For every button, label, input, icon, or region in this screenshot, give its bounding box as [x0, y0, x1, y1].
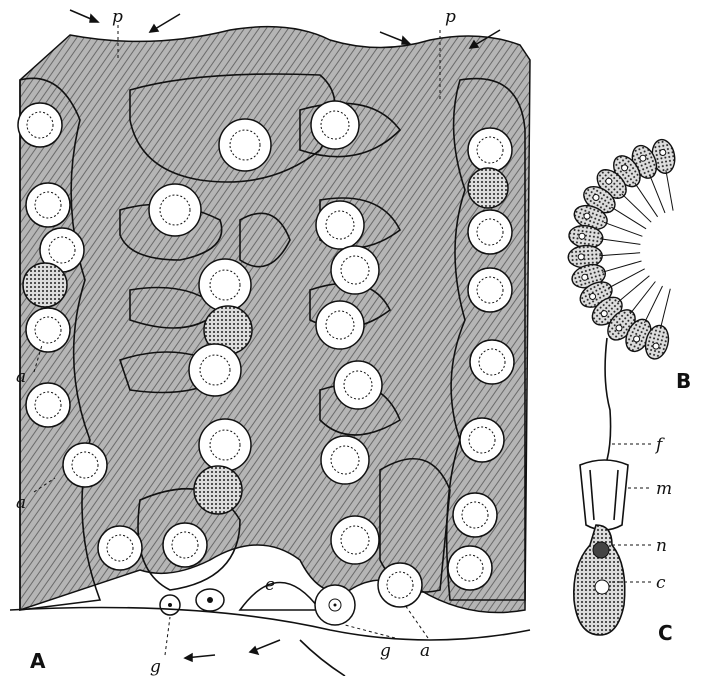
flagellum [611, 207, 646, 229]
chamber-ciliated [468, 168, 508, 208]
chamber [18, 103, 62, 147]
collar-cell-nucleus [606, 178, 612, 184]
chamber [468, 210, 512, 254]
vacuole [595, 580, 609, 594]
collar-cell-nucleus [590, 294, 596, 300]
chamber [453, 493, 497, 537]
flagellum [604, 222, 643, 236]
panel-b-collar-cells [567, 138, 677, 362]
flagellum [666, 170, 673, 210]
label-n: n [656, 536, 667, 556]
egg-cell [196, 589, 224, 611]
collar-cell-nucleus [578, 254, 584, 260]
collar-cell-nucleus [622, 165, 628, 171]
collar-cell-nucleus [579, 233, 585, 239]
flagellum [602, 261, 641, 272]
panel-a-section: p p a a a e g g A [10, 7, 530, 676]
chamber [26, 183, 70, 227]
chamber [334, 361, 382, 409]
label-f: f [654, 435, 665, 455]
egg-cell [315, 585, 355, 625]
chamber [63, 443, 107, 487]
collar-cell-nucleus [601, 311, 607, 317]
egg-cell [160, 595, 180, 615]
chamber [470, 340, 514, 384]
chamber [331, 516, 379, 564]
collar-cell-nucleus [593, 195, 599, 201]
label-g: g [150, 657, 161, 676]
chamber [448, 546, 492, 590]
chamber [199, 259, 251, 311]
base-outline [300, 640, 345, 676]
nucleus [593, 542, 609, 558]
chamber [163, 523, 207, 567]
label-a: a [16, 367, 26, 387]
chamber [189, 344, 241, 396]
flagellum [609, 269, 645, 288]
flagellum [622, 194, 652, 223]
chamber [468, 128, 512, 172]
chamber [26, 308, 70, 352]
collar-cell-nucleus [653, 343, 659, 349]
chamber [460, 418, 504, 462]
label-a: a [420, 641, 430, 661]
label-g: g [380, 641, 391, 661]
cell-body [574, 525, 625, 635]
base-outline [10, 608, 530, 641]
chamber [219, 119, 271, 171]
collar-cell-nucleus [582, 274, 588, 280]
chamber [149, 184, 201, 236]
panel-label-a: A [30, 649, 46, 673]
chamber [468, 268, 512, 312]
panel-c-choanocyte: f m n c C [574, 338, 673, 645]
chamber [331, 246, 379, 294]
collar-cell-nucleus [640, 155, 646, 161]
chamber [199, 419, 251, 471]
collar-cell-nucleus [660, 150, 666, 156]
label-c: c [656, 573, 666, 593]
label-a: a [16, 493, 26, 513]
flagellum [650, 175, 665, 213]
exhalant-canal [240, 583, 320, 611]
chamber [316, 301, 364, 349]
chamber [378, 563, 422, 607]
flagellum [618, 276, 649, 302]
collar [580, 460, 628, 530]
chamber [311, 101, 359, 149]
chamber [98, 526, 142, 570]
label-e: e [265, 575, 275, 595]
collar-cell-nucleus [616, 325, 622, 331]
chamber [316, 201, 364, 249]
chamber-ciliated [194, 466, 242, 514]
collar-cell-nucleus [634, 336, 640, 342]
label-m: m [656, 479, 672, 499]
chamber [26, 383, 70, 427]
label-p: p [112, 7, 123, 27]
flagellum [660, 289, 670, 329]
flagellum [605, 338, 610, 460]
panel-label-c: C [658, 621, 673, 645]
flagellum [635, 183, 658, 217]
chamber [321, 436, 369, 484]
label-p: p [445, 7, 456, 27]
panel-label-b: B [676, 369, 691, 393]
flagellum [599, 253, 640, 256]
chamber-ciliated [23, 263, 67, 307]
collar-cell-nucleus [584, 213, 590, 219]
flagellum [600, 239, 641, 245]
